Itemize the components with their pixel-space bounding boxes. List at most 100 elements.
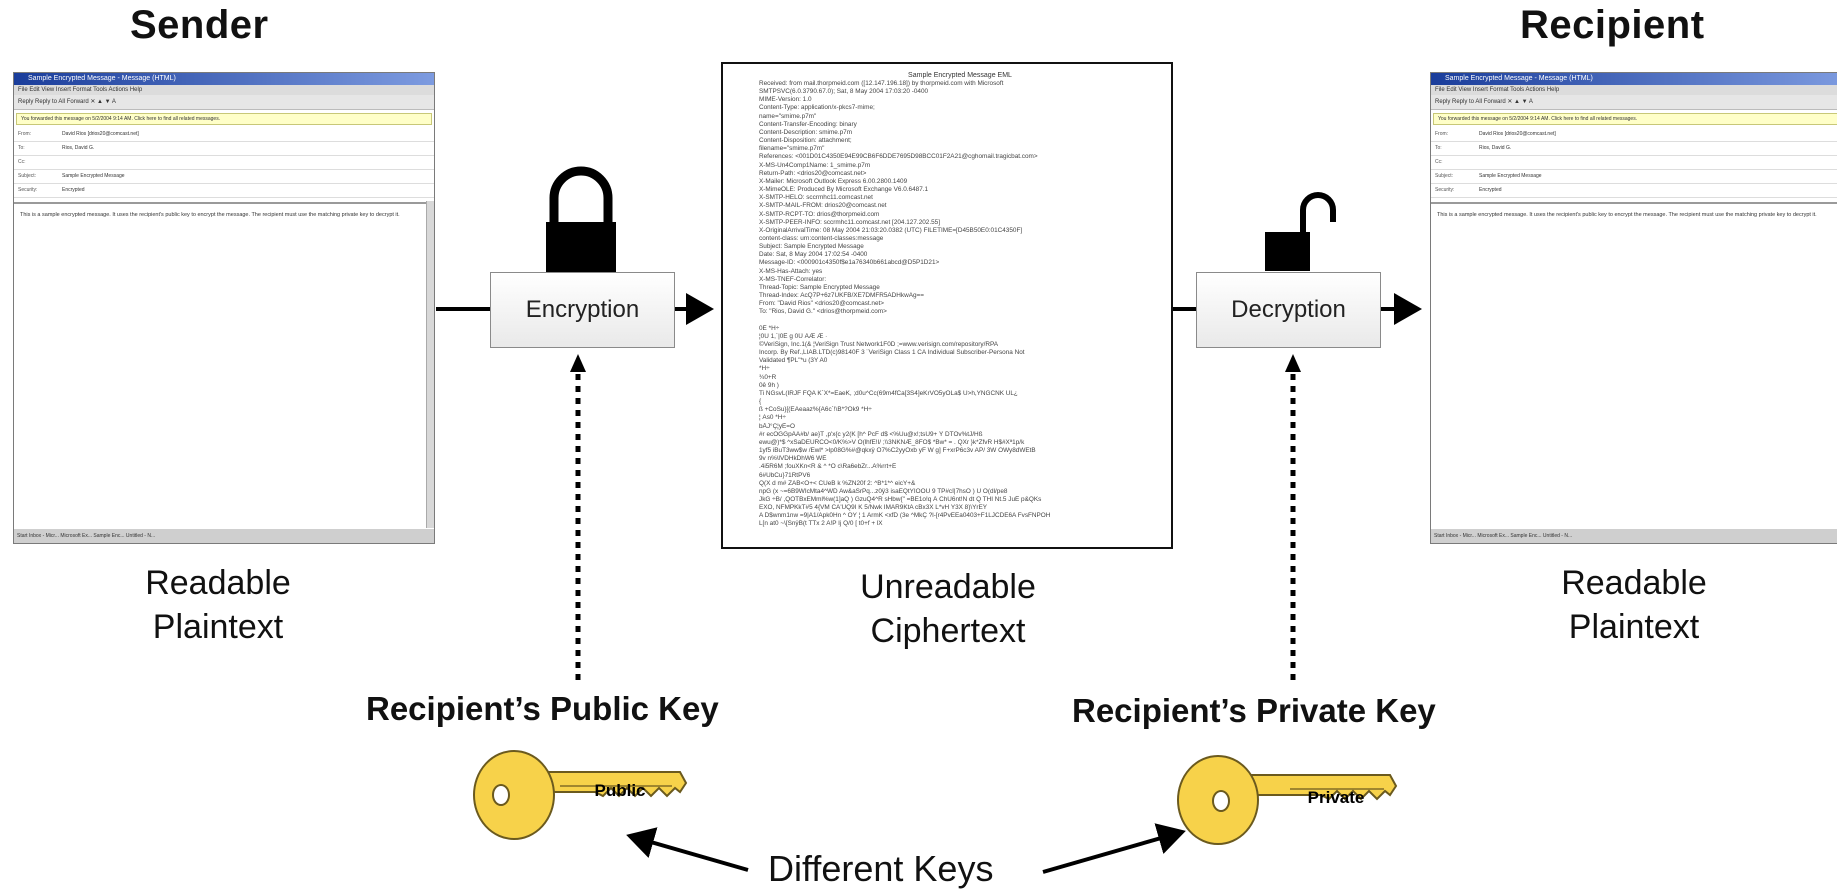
cipher-line: X-MS-Has-Attach: yes: [759, 267, 823, 275]
cipher-line: X-MS-Un4Comp1Name: 1_smime.p7m: [759, 161, 871, 169]
cipher-line: filename="smime.p7m": [759, 145, 825, 153]
cipher-line: Content-Description: smime.p7m: [759, 128, 853, 136]
cipher-line: Thread-Topic: Sample Encrypted Message: [759, 283, 880, 291]
header-cc: Cc:: [1431, 156, 1837, 170]
sender-caption-line1: Readable: [145, 564, 291, 602]
closed-lock-icon: [546, 166, 616, 272]
menu-bar: File Edit View Insert Format Tools Actio…: [1431, 85, 1837, 95]
cipher-line: X-SMTP-HELO: sccrmhc11.comcast.net: [759, 194, 873, 202]
cipher-line: Return-Path: <drios20@comcast.net>: [759, 169, 867, 177]
cipher-line: Content-Disposition: attachment;: [759, 137, 852, 145]
cipher-line: X-MS-TNEF-Correlator:: [759, 275, 827, 283]
encryption-label: Encryption: [525, 296, 640, 323]
cipher-line: #r ecOGGpÀA#b/ ae}T ,p'x{c y2(K [h^ PcF …: [759, 430, 983, 438]
cipher-line: Received: from mail.thorpmeid.com ([12.1…: [759, 80, 1004, 87]
cipher-line: X-SMTP-RCPT-TO: drios@thorpmeid.com: [759, 210, 880, 218]
cipher-caption-line1: Unreadable: [860, 568, 1036, 606]
recipient-heading: Recipient: [1520, 3, 1705, 47]
cipher-line: JkG ÷B/ ,QOTBxEMml%w(1]aQ ) GzuQ4^R sHbw…: [759, 495, 1042, 503]
cipher-line: 6#UbCu}71RtPV6: [759, 471, 811, 479]
info-bar: You forwarded this message on 5/2/2004 9…: [16, 113, 432, 125]
different-keys-arrow-right: [1042, 823, 1186, 874]
cipher-line: A D$wnm1nw =9|A1/Apk0Hn ^ OY ¦ 1 ArmK <x…: [759, 512, 1051, 520]
cipher-line: Incorp. By Ref.,LIAB.LTD(c)98140F 3 ¨Ver…: [759, 349, 1025, 357]
header-to: To:Rios, David G.: [1431, 142, 1837, 156]
encryption-box: Encryption: [490, 272, 675, 348]
recipient-caption-line1: Readable: [1561, 564, 1707, 602]
cipher-line: {: [759, 398, 762, 406]
cipher-line: X-SMTP-MAIL-FROM: drios20@comcast.net: [759, 202, 887, 210]
message-body: This is a sample encrypted message. It u…: [14, 202, 434, 226]
cipher-line: X-MimeOLE: Produced By Microsoft Exchang…: [759, 186, 929, 194]
cipher-line: SMTPSVC(6.0.3790.67.0); Sat, 8 May 2004 …: [759, 88, 929, 96]
toolbar: Reply Reply to All Forward ✕ ▲ ▼ A: [1431, 95, 1837, 110]
public-key-arrowhead: [570, 354, 586, 372]
ciphertext-document: Sample Encrypted Message EML Received: f…: [721, 62, 1173, 549]
cipher-line: name="smime.p7m": [759, 112, 817, 120]
cipher-line: 0È *H÷: [759, 324, 780, 332]
cipher-line: 1yf5 iBuT3ww$w /Ewl* >lp08G%#@qkxÿ O7%C2…: [759, 447, 1036, 455]
header-security: Security:Encrypted: [1431, 184, 1837, 198]
private-key-label: Private: [1308, 788, 1365, 807]
cipher-line: ¦0Ú 1,`|0Ê g 0Ü ÀÆ Æ ·: [759, 332, 828, 340]
cipher-line: ewu@)*$ ^xSaDEURCO<0/K%>V O(lhfE!I/ ;\\3…: [759, 438, 1025, 446]
cipher-caption-line2: Ciphertext: [870, 611, 1026, 650]
sender-caption: Readable Plaintext: [88, 562, 348, 649]
public-key-title: Recipient’s Public Key: [366, 690, 719, 727]
private-key-icon: Private: [1177, 755, 1398, 845]
decryption-box: Decryption: [1196, 272, 1381, 348]
cipher-line: ¾0+R: [759, 373, 777, 381]
window-title-bar: Sample Encrypted Message - Message (HTML…: [14, 73, 434, 85]
cipher-line: ¦ Ãs0 *H÷: [759, 414, 786, 422]
private-key-title: Recipient’s Private Key: [1072, 692, 1436, 729]
cipher-line: References: <001D01C4350E94E99CB6F6DDE76…: [759, 153, 1038, 161]
header-to: To:Rios, David G.: [14, 142, 434, 156]
cipher-line: bÅJ°Ç¦yÈ=Õ: [759, 422, 796, 430]
cipher-line: X-Mailer: Microsoft Outlook Express 6.00…: [759, 177, 908, 185]
cipher-line: Ti NGsvL(IRJF FQA K`X*=EaeK, ;d0u^Cc(69m…: [759, 389, 1018, 397]
cipher-line: EXO, NFMPKkT#5 4{VM CA'UQ9I K 5/Nwk IMAR…: [759, 504, 988, 512]
message-body: This is a sample encrypted message. It u…: [1431, 202, 1837, 226]
header-from: From:David Rios [drios20@comcast.net]: [1431, 128, 1837, 142]
cipher-line: ß +CoSu}[(EAeaaz%{A6c`!\B*?Ok9 *H÷: [759, 406, 872, 414]
cipher-line: From: "David Rios" <drios20@comcast.net>: [759, 300, 885, 308]
cipher-line: Message-ID: <000901c4350f$e1a76340b661ab…: [759, 259, 940, 267]
cipher-line: Content-Transfer-Encoding: binary: [759, 120, 857, 128]
cipher-line: 0ê 9h ): [759, 381, 779, 389]
cipher-line: *H÷: [759, 365, 770, 373]
public-key-label: Public: [594, 781, 645, 800]
cipher-line: ©VeriSign, Inc.1(& ¦VeriSign Trust Netwo…: [759, 341, 999, 348]
recipient-caption-line2: Plaintext: [1568, 607, 1700, 646]
cipher-line: content-class: urn:content-classes:messa…: [759, 234, 884, 242]
private-key-arrowhead: [1285, 354, 1301, 372]
different-keys-label: Different Keys: [768, 848, 994, 889]
different-keys-arrow-left: [626, 827, 749, 872]
public-key-icon: Public: [473, 750, 688, 840]
decryption-label: Decryption: [1231, 296, 1346, 323]
cipher-line: L[n at0 ~\[SnÿB(t TTx 2 A!P Ij Q/0 [ t0+…: [759, 520, 883, 528]
recipient-caption: Readable Plaintext: [1504, 562, 1764, 649]
header-subject: Subject:Sample Encrypted Message: [1431, 170, 1837, 184]
sender-email-window: Sample Encrypted Message - Message (HTML…: [13, 72, 435, 544]
cipher-line: Thread-Index: AcQ7P+6z7UKFB/XE7DMFR5ADHk…: [759, 292, 924, 300]
toolbar: Reply Reply to All Forward ✕ ▲ ▼ A: [14, 95, 434, 110]
cipher-line: X-OriginalArrivalTime: 08 May 2004 21:03…: [759, 226, 1023, 234]
header-security: Security:Encrypted: [14, 184, 434, 198]
cipher-line: .4i5R6M ;fouXKn<R & ^ *O c\Ra6ebZr...A%r…: [759, 463, 897, 471]
cipher-line: Q(X d m# ZAB<O+< CUeB k %ZN20f 2: ^B*1*^…: [759, 479, 916, 487]
open-lock-icon: [1265, 192, 1336, 271]
cipher-line: To: "Rios, David G." <drios@thorpmeid.co…: [759, 308, 887, 316]
ciphertext-lines: Received: from mail.thorpmeid.com ([12.1…: [759, 80, 1161, 529]
cipher-line: X-SMTP-PEER-INFO: sccrmhc11.comcast.net …: [759, 218, 941, 226]
header-from: From:David Rios [drios20@comcast.net]: [14, 128, 434, 142]
cipher-line: 9v n%\lVDHkDhW6 WÈ: [759, 455, 827, 463]
window-title-bar: Sample Encrypted Message - Message (HTML…: [1431, 73, 1837, 85]
taskbar: Start Inbox - Micr... Microsoft Ex... Sa…: [1431, 528, 1837, 543]
cipher-line: Validated ¶PL"*u (3Y A0: [759, 357, 828, 365]
sender-caption-line2: Plaintext: [152, 607, 284, 646]
menu-bar: File Edit View Insert Format Tools Actio…: [14, 85, 434, 95]
taskbar: Start Inbox - Micr... Microsoft Ex... Sa…: [14, 528, 434, 543]
cipher-line: npG (x ~=6B9WIcMta4^WD Aw&aSrPq...z0ÿ3 i…: [759, 487, 1008, 495]
header-subject: Subject:Sample Encrypted Message: [14, 170, 434, 184]
